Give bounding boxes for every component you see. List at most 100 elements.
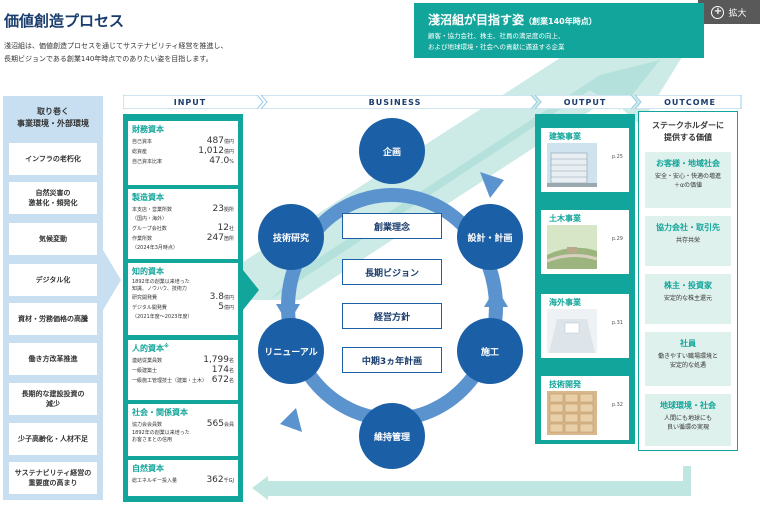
capital-note: 知識、ノウハウ、技術力 [132, 286, 187, 292]
capital-row-unit: 箇所 [223, 236, 234, 242]
human-capital-title-text: 人的資本 [132, 344, 164, 353]
human-capital-footnote-mark: ※ [164, 343, 169, 350]
plus-icon: + [711, 5, 725, 19]
output-item-page: p.25 [611, 154, 623, 160]
outcome-item-title: 地球環境・社会 [660, 401, 716, 410]
outcome-item-customers: お客様・地域社会 安全・安心・快適の増進＋αの価値 [645, 152, 731, 208]
outcome-item-line: 安定的な株主還元 [663, 295, 712, 302]
capital-row-unit: 名 [228, 368, 234, 374]
environment-item: デジタル化 [9, 264, 97, 296]
capital-row-unit: 億円 [223, 295, 234, 301]
environment-item-line: 激甚化・頻発化 [28, 199, 78, 207]
outcome-item-line: 安定的な処遇 [669, 362, 706, 369]
banner-output: OUTPUT [563, 97, 607, 107]
social-capital-title: 社会・関係資本 [132, 408, 188, 417]
environment-item-line: 資材・労務価格の高騰 [18, 315, 88, 323]
intellectual-capital-title: 知的資本 [132, 267, 164, 276]
environment-item: 長期的な建設投資の減少 [9, 383, 97, 415]
output-item-page: p.31 [611, 320, 623, 326]
capital-row-value: 1,799 [203, 355, 229, 365]
capital-note: 1892年の創業以来培った [132, 430, 190, 436]
banner-input: INPUT [173, 97, 207, 107]
outcome-item-shareholders: 株主・投資家 安定的な株主還元 [645, 274, 731, 324]
capital-row-unit: 社 [228, 226, 234, 232]
capital-row-unit: 会員 [223, 422, 234, 428]
outcome-item-line: 働きやすい職場環境と [657, 353, 718, 360]
outcome-item-line: 安全・安心・快適の増進 [654, 173, 721, 180]
environment-item-line: 長期的な建設投資の [21, 390, 85, 398]
human-capital-title: 人的資本※ [128, 340, 238, 356]
capital-row-sublabel: （2021年度〜2023年度） [132, 314, 193, 320]
input-arrow-icon [243, 270, 259, 310]
outcome-item-text: 共存共栄 [647, 236, 729, 245]
natural-capital-title: 自然資本 [132, 464, 164, 473]
environment-item-line: 少子高齢化・人材不足 [18, 435, 88, 443]
center-mid-term-plan: 中期3ヵ年計画 [342, 347, 442, 373]
capital-row: 連結従業員数 1,799名 [128, 356, 238, 366]
expand-label: 拡大 [728, 8, 747, 19]
banner-outcome: OUTCOME [664, 97, 716, 107]
outcome-item-text: 安定的な株主還元 [647, 294, 729, 303]
column-banners-graphic [123, 95, 742, 109]
outcome-heading-line-2: 提供する価値 [664, 133, 712, 142]
capital-row-label: 一級施工管理技士（建築・土木） [132, 378, 208, 384]
environment-arrow-icon [103, 250, 121, 310]
output-item-building: 建築事業 p.25 [541, 128, 629, 192]
expand-button[interactable]: + 拡大 [698, 0, 760, 24]
capital-row-value: 362 [206, 475, 224, 485]
capital-row-value: 174 [211, 365, 229, 375]
business-node-maintenance: 維持管理 [359, 403, 425, 469]
environment-item-line: 自然災害の [35, 189, 71, 197]
civil-works-photo-icon [547, 225, 597, 269]
capital-row-value: 672 [211, 375, 229, 385]
capital-row-label: 本支店・営業所数 [132, 207, 173, 213]
capital-row-label: グループ会社数 [132, 226, 167, 232]
outcome-heading: ステークホルダーに 提供する価値 [639, 120, 737, 144]
vision-line-2: および地球環境・社会への貢献に邁進する企業 [428, 43, 565, 51]
capital-row-label: 自己資本比率 [132, 159, 163, 165]
center-founding-philosophy: 創業理念 [342, 213, 442, 239]
capital-row-label: 総エネルギー投入量 [132, 478, 178, 484]
capital-row-sublabel: （国内・海外） [132, 216, 168, 222]
description-line-2: 長期ビジョンである創業140年時点でのありたい姿を目指します。 [4, 55, 213, 63]
capital-row-unit: 名 [228, 378, 234, 384]
outcome-item-text: 人間にも地球にも良い循環の実現 [647, 414, 729, 432]
output-item-overseas: 海外事業 p.31 [541, 294, 629, 358]
capital-row-label: 協力会会員数 [132, 422, 163, 428]
capital-row-value: 3.8 [209, 292, 224, 302]
business-node-renewal: リニューアル [258, 318, 324, 384]
output-item-page: p.32 [611, 402, 623, 408]
outcome-item-title: お客様・地域社会 [656, 159, 720, 168]
vision-title-main: 淺沼組が目指す姿 [428, 13, 525, 27]
capital-note: お客さまとの信用 [132, 437, 172, 443]
vision-title: 淺沼組が目指す姿（創業140年時点） [428, 11, 690, 28]
capital-row-label: 作業所数 [132, 236, 153, 242]
building-photo-icon [547, 143, 597, 187]
capital-row-unit: 名 [228, 358, 234, 364]
overseas-photo-icon [547, 309, 597, 353]
capital-row-value: 5 [218, 302, 224, 312]
capital-row-unit: 拠所 [223, 207, 234, 213]
capital-row-value: 12 [217, 223, 229, 233]
outcome-item-line: 良い循環の実現 [666, 424, 709, 431]
environment-item: サステナビリティ経営の重要度の高まり [9, 462, 97, 494]
outcome-item-employees: 社員 働きやすい職場環境と安定的な処遇 [645, 332, 731, 386]
center-long-term-vision: 長期ビジョン [342, 259, 442, 285]
environment-item-line: 働き方改革推進 [28, 355, 78, 363]
page-title: 価値創造プロセス [4, 12, 125, 30]
outcome-item-text: 働きやすい職場環境と安定的な処遇 [647, 352, 729, 370]
capital-row-label: デジタル開発費 [132, 305, 167, 311]
environment-item: 資材・労務価格の高騰 [9, 303, 97, 335]
capital-row-value: 1,012 [198, 146, 224, 156]
capital-row-label: 連結従業員数 [132, 358, 163, 364]
capital-row-sublabel: （2024年3月時点） [132, 245, 178, 251]
capital-row: 本支店・営業所数（国内・海外）23拠所 [128, 205, 238, 224]
capital-row: 作業所数（2024年3月時点）247箇所 [128, 234, 238, 253]
capital-note: 1892年の創業以来培った [132, 279, 190, 285]
